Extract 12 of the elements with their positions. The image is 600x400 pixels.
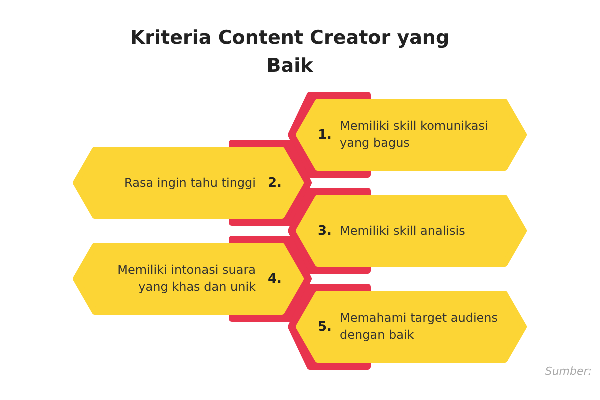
criterion-text: Rasa ingin tahu tinggi: [124, 174, 256, 192]
criterion-text: Memiliki skill analisis: [340, 222, 466, 240]
source-note: Sumber:: [545, 365, 592, 378]
criterion-text: Memiliki skill komunikasi yang bagus: [340, 118, 490, 152]
step-number: 3.: [318, 224, 332, 238]
title: Kriteria Content Creator yang Baik: [130, 26, 450, 79]
step-number: 5.: [318, 320, 332, 334]
criterion-text: Memahami target audiens dengan baik: [340, 310, 500, 344]
criterion-text: Memiliki intonasi suara yang khas dan unik: [116, 262, 256, 296]
step-number: 4.: [268, 272, 282, 286]
step-number: 1.: [318, 128, 332, 142]
step-number: 2.: [268, 176, 282, 190]
